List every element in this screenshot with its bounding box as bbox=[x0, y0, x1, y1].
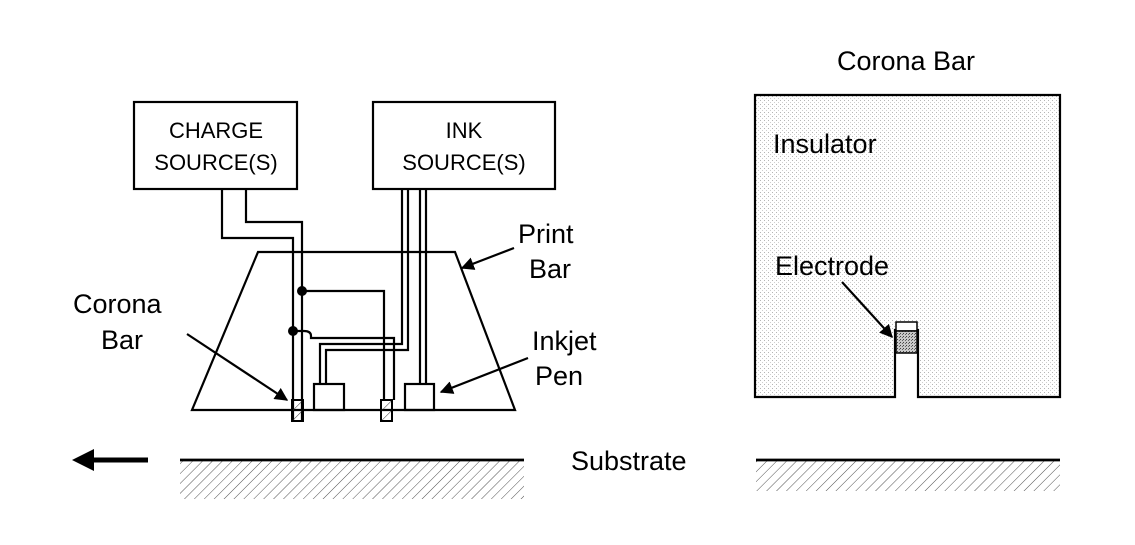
insulator-block bbox=[753, 93, 1062, 399]
svg-text:Print: Print bbox=[518, 219, 574, 249]
junction-dot bbox=[288, 326, 298, 336]
substrate-label: Substrate bbox=[571, 446, 687, 476]
inkjet-pen-2 bbox=[403, 382, 436, 412]
charge-source-line1: CHARGE bbox=[169, 118, 263, 143]
electrode-arrow bbox=[841, 281, 893, 338]
inkjet-pen-arrow bbox=[439, 356, 529, 394]
ink-source-line2: SOURCE(S) bbox=[402, 150, 525, 175]
charge-source-line2: SOURCE(S) bbox=[154, 150, 277, 175]
svg-text:Corona: Corona bbox=[73, 289, 163, 319]
print-bar-label: Print Bar bbox=[460, 219, 574, 284]
substrate-right bbox=[756, 458, 1060, 491]
insulator-label: Insulator bbox=[773, 129, 877, 159]
corona-bar-label: Corona Bar bbox=[73, 289, 289, 401]
ink-source-line1: INK bbox=[446, 118, 483, 143]
corona-bar-arrow bbox=[186, 333, 289, 401]
print-bar-shape bbox=[190, 250, 517, 412]
svg-text:Inkjet: Inkjet bbox=[532, 326, 597, 356]
inkjet-pen-1 bbox=[312, 382, 346, 412]
svg-text:Bar: Bar bbox=[529, 254, 571, 284]
svg-text:Pen: Pen bbox=[535, 361, 583, 391]
substrate-left bbox=[180, 458, 524, 499]
electrode-element bbox=[895, 321, 918, 354]
inkjet-pen-label: Inkjet Pen bbox=[439, 326, 597, 394]
electrode-label: Electrode bbox=[775, 251, 893, 338]
svg-text:Electrode: Electrode bbox=[775, 251, 889, 281]
svg-text:Bar: Bar bbox=[101, 325, 143, 355]
ink-source-box: INK SOURCE(S) bbox=[371, 100, 557, 191]
print-bar-arrow bbox=[460, 246, 515, 270]
charge-wires bbox=[220, 189, 396, 420]
charge-source-box: CHARGE SOURCE(S) bbox=[132, 100, 299, 191]
corona-electrode-2 bbox=[380, 399, 393, 422]
ink-wires bbox=[318, 189, 428, 384]
corona-bar-title: Corona Bar bbox=[837, 46, 975, 76]
direction-arrow bbox=[72, 449, 148, 471]
corona-electrode-1 bbox=[291, 399, 304, 422]
junction-dot bbox=[297, 286, 307, 296]
